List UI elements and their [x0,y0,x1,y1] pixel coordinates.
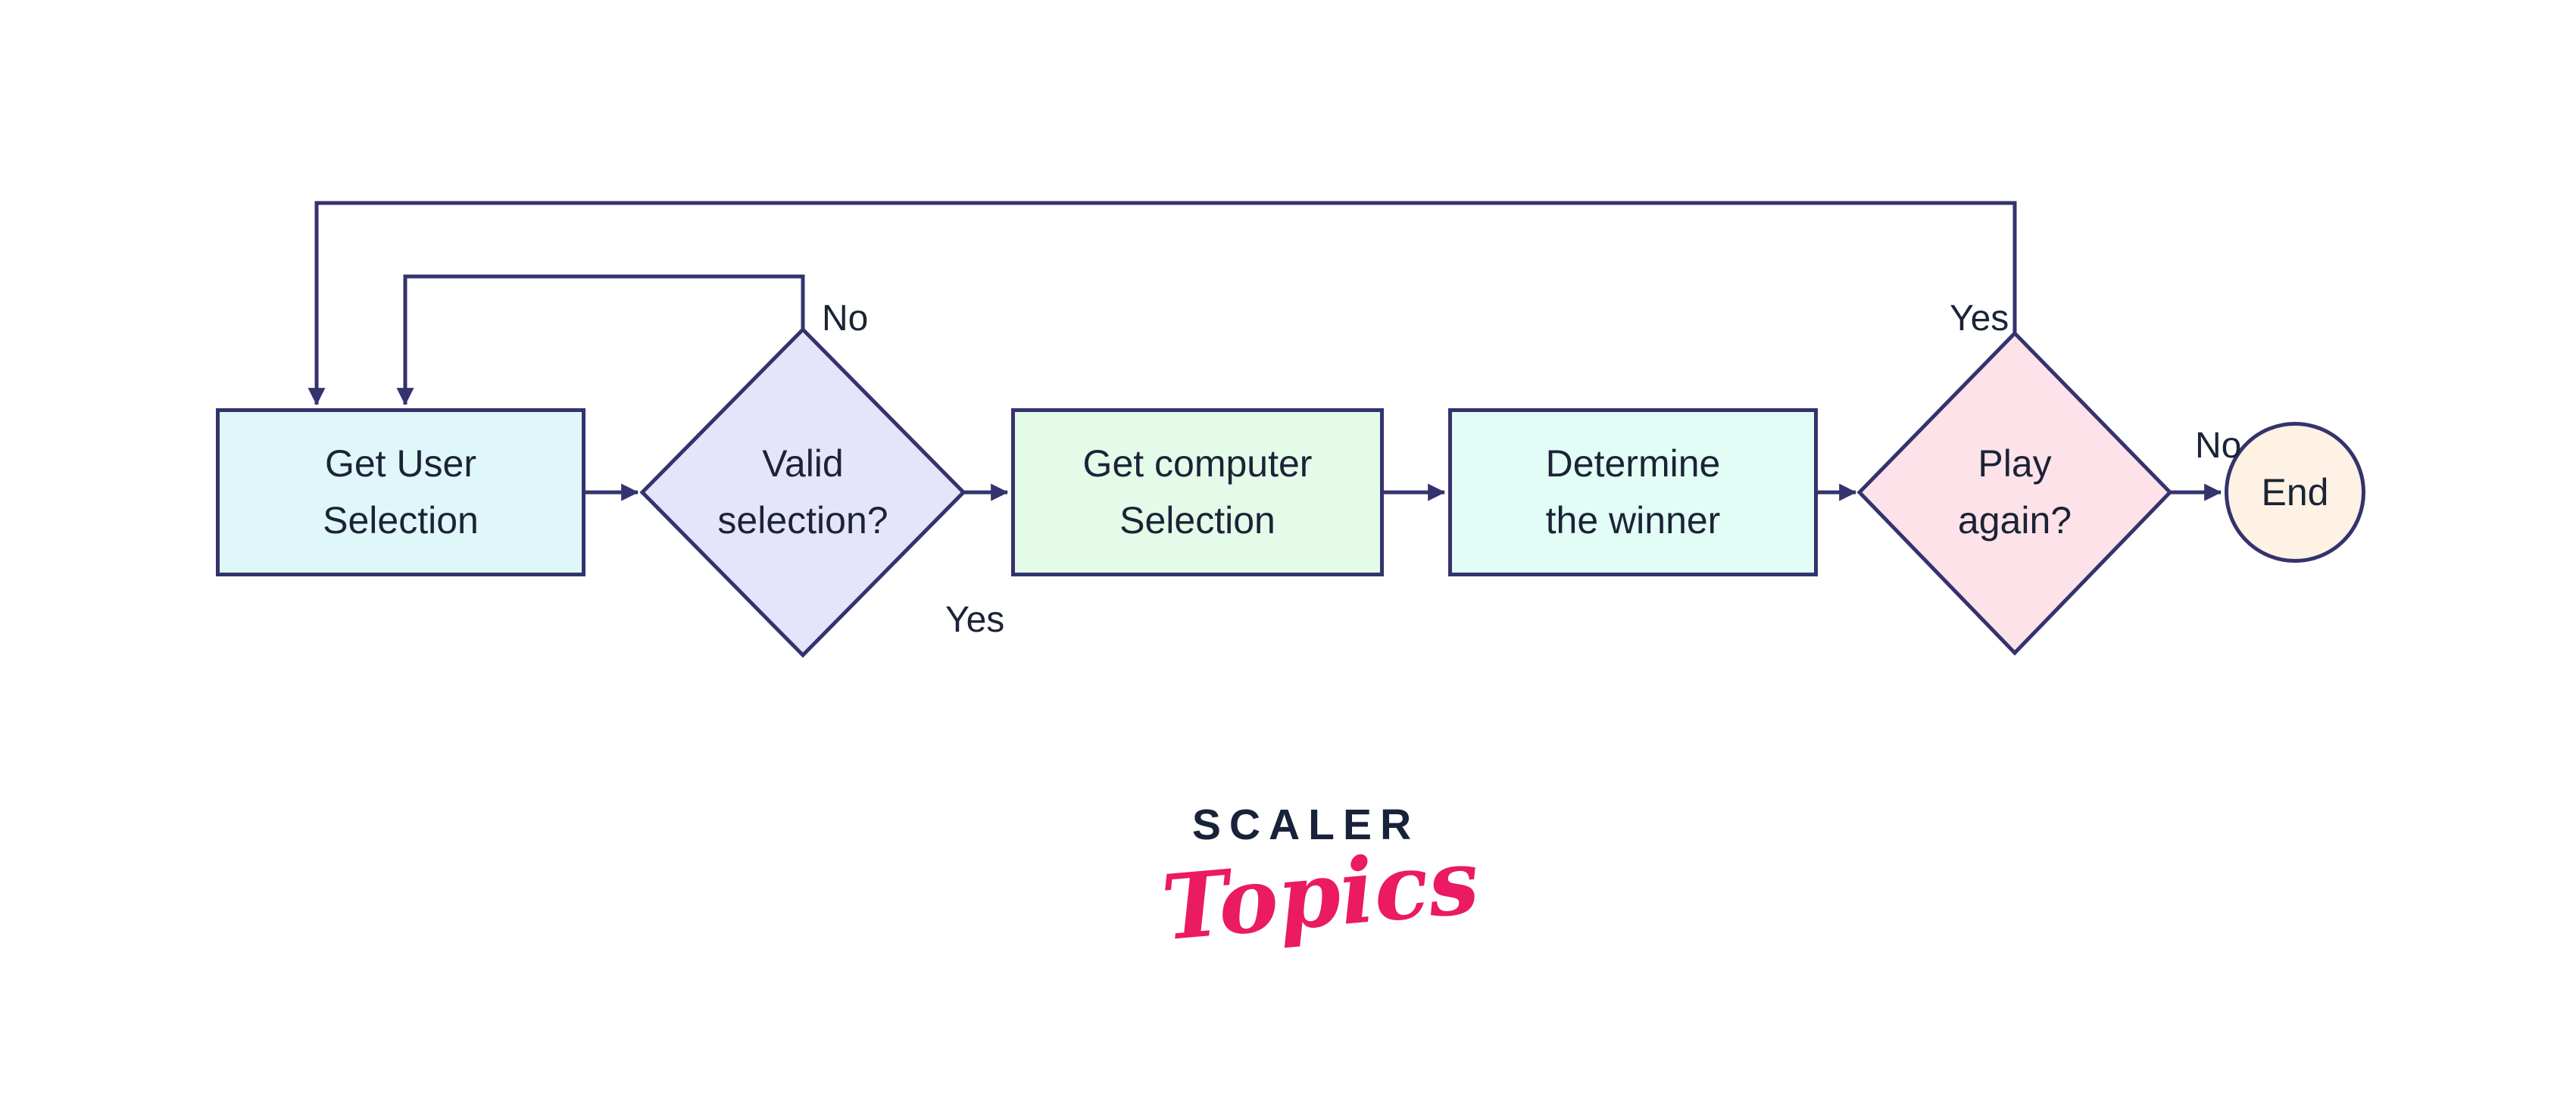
scaler-topics-logo: SCALER Topics [1158,800,1483,960]
node-get-user-selection: Get User Selection [216,408,585,576]
node-get-computer-selection: Get computer Selection [1011,408,1384,576]
node-label-line: End [2261,470,2329,514]
edge-label-play-yes: Yes [1950,298,2009,339]
node-play-again-shape [1856,330,2173,656]
node-label-line: Determine [1545,442,1721,485]
edge-label-play-no: No [2195,426,2242,466]
node-determine-winner: Determine the winner [1448,408,1818,576]
node-label-line: Selection [323,499,479,542]
node-label-line: the winner [1545,499,1721,542]
node-label-line: Selection [1119,499,1276,542]
edge-valid-no-loop [396,274,805,406]
edge-label-valid-no: No [822,298,869,339]
logo-brand-text: SCALER [1191,801,1420,849]
node-label-line: Get User [324,442,477,485]
node-valid-selection-shape [639,326,966,658]
edge-play-yes-loop [308,201,2017,406]
node-end: End [2225,422,2365,563]
logo-sub-text: Topics [1157,828,1483,961]
edge-label-valid-yes: Yes [945,600,1005,640]
node-label-line: Get computer [1082,442,1313,485]
